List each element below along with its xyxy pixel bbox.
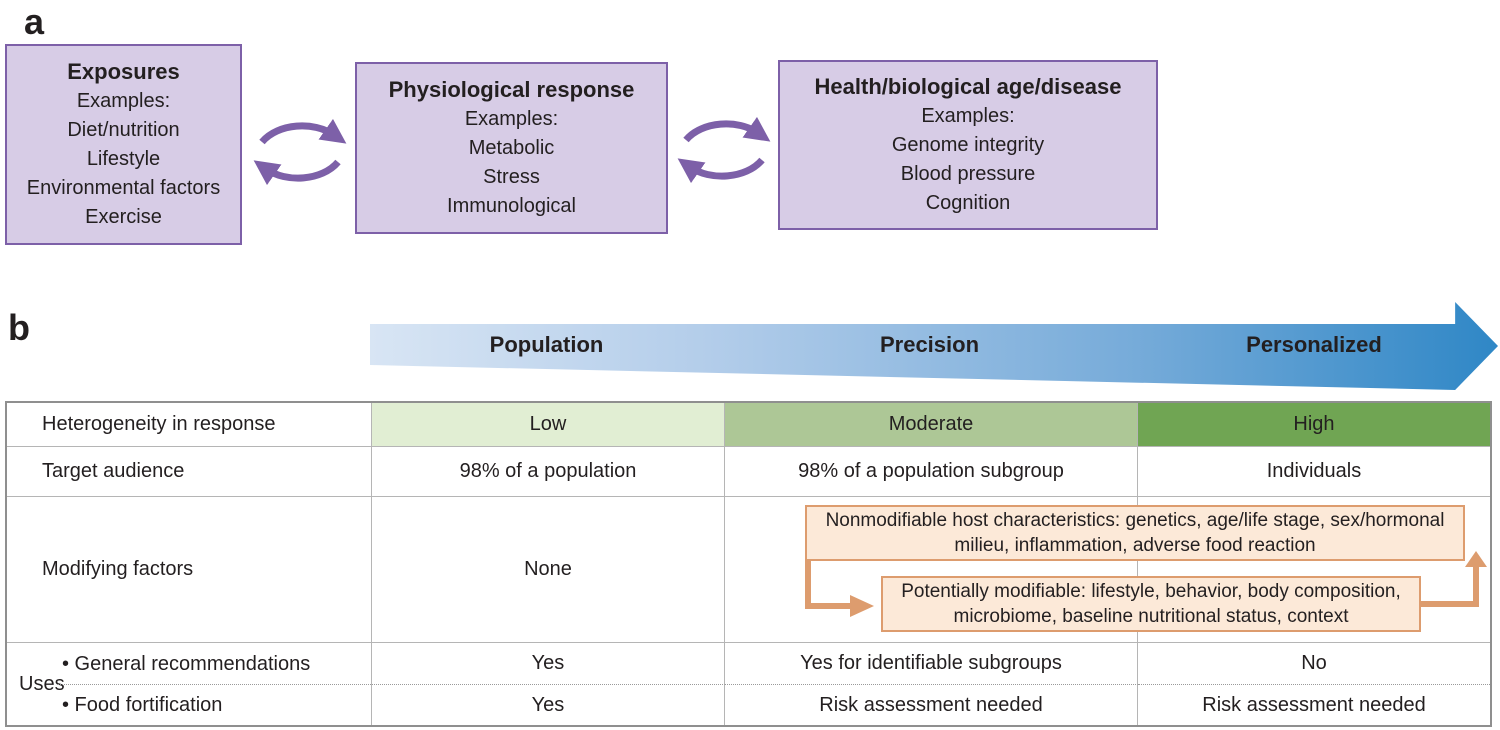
- cell-heterogeneity-high: High: [1138, 403, 1490, 447]
- physiological-line: Immunological: [447, 195, 576, 217]
- cycle-arrows-icon: [677, 116, 771, 184]
- cell-target-precision: 98% of a population subgroup: [725, 447, 1138, 497]
- cell-modifying-personalized: [1138, 497, 1490, 643]
- uses-label: Uses: [19, 672, 65, 695]
- cycle-arrows-icon: [253, 118, 347, 186]
- physiological-title: Physiological response: [388, 77, 635, 102]
- comparison-table: Heterogeneity in response Low Moderate H…: [5, 401, 1492, 727]
- modifiable-factors-box: Potentially modifiable: lifestyle, behav…: [881, 576, 1421, 632]
- exposures-line: Diet/nutrition: [67, 119, 180, 141]
- exposures-title: Exposures: [67, 59, 180, 84]
- elbow-arrow-down-right-icon: [805, 559, 874, 617]
- health-line: Blood pressure: [900, 163, 1036, 185]
- panel-b-label: b: [8, 307, 30, 348]
- cell-heterogeneity-moderate: Moderate: [725, 403, 1138, 447]
- health-biological-age-box: Health/biological age/disease Examples: …: [778, 60, 1158, 230]
- exposures-box: Exposures Examples: Diet/nutrition Lifes…: [5, 44, 242, 245]
- physiological-line: Examples:: [464, 108, 559, 130]
- cell-uses1-personalized: No: [1138, 643, 1490, 685]
- row-header-uses: Uses • General recommendations • Food fo…: [7, 643, 372, 725]
- elbow-arrow-up-icon: [1419, 551, 1487, 607]
- gradient-arrow-labels: Population Precision Personalized: [370, 302, 1498, 390]
- cell-uses1-precision: Yes for identifiable subgroups: [725, 643, 1138, 685]
- health-title: Health/biological age/disease: [814, 74, 1122, 99]
- health-line: Genome integrity: [891, 134, 1045, 156]
- uses-sub-food-fortification: • Food fortification: [62, 693, 223, 716]
- arrow-label-personalized: Personalized: [1246, 331, 1382, 357]
- physiological-line: Stress: [483, 166, 540, 188]
- row-header-modifying-factors: Modifying factors: [7, 497, 372, 643]
- health-line: Cognition: [925, 192, 1011, 214]
- cell-uses2-precision: Risk assessment needed: [725, 685, 1138, 725]
- uses-sub-general-recommendations: • General recommendations: [62, 652, 311, 675]
- cell-uses2-personalized: Risk assessment needed: [1202, 693, 1426, 716]
- nonmodifiable-factors-box: Nonmodifiable host characteristics: gene…: [805, 505, 1465, 561]
- panel-a-label: a: [24, 1, 45, 42]
- arrow-label-population: Population: [489, 331, 604, 357]
- row-header-target-audience: Target audience: [7, 447, 372, 497]
- health-line: Examples:: [921, 105, 1015, 127]
- physiological-response-box: Physiological response Examples: Metabol…: [355, 62, 668, 234]
- uses-dotted-divider: [57, 684, 371, 685]
- cell-modifying-population: None: [372, 497, 725, 643]
- exposures-line: Exercise: [85, 206, 162, 228]
- exposures-line: Environmental factors: [26, 177, 221, 199]
- cell-heterogeneity-low: Low: [372, 403, 725, 447]
- physiological-line: Metabolic: [468, 137, 555, 159]
- cell-modifying-precision: [725, 497, 1138, 643]
- exposures-line: Lifestyle: [86, 148, 161, 170]
- exposures-line: Examples:: [76, 90, 171, 112]
- cell-uses1-population: Yes: [372, 643, 725, 685]
- arrow-label-precision: Precision: [879, 331, 980, 357]
- cell-target-population: 98% of a population: [372, 447, 725, 497]
- cell-uses2-population: Yes: [372, 685, 725, 725]
- cell-target-personalized: Individuals: [1138, 447, 1490, 497]
- row-header-heterogeneity: Heterogeneity in response: [7, 403, 372, 447]
